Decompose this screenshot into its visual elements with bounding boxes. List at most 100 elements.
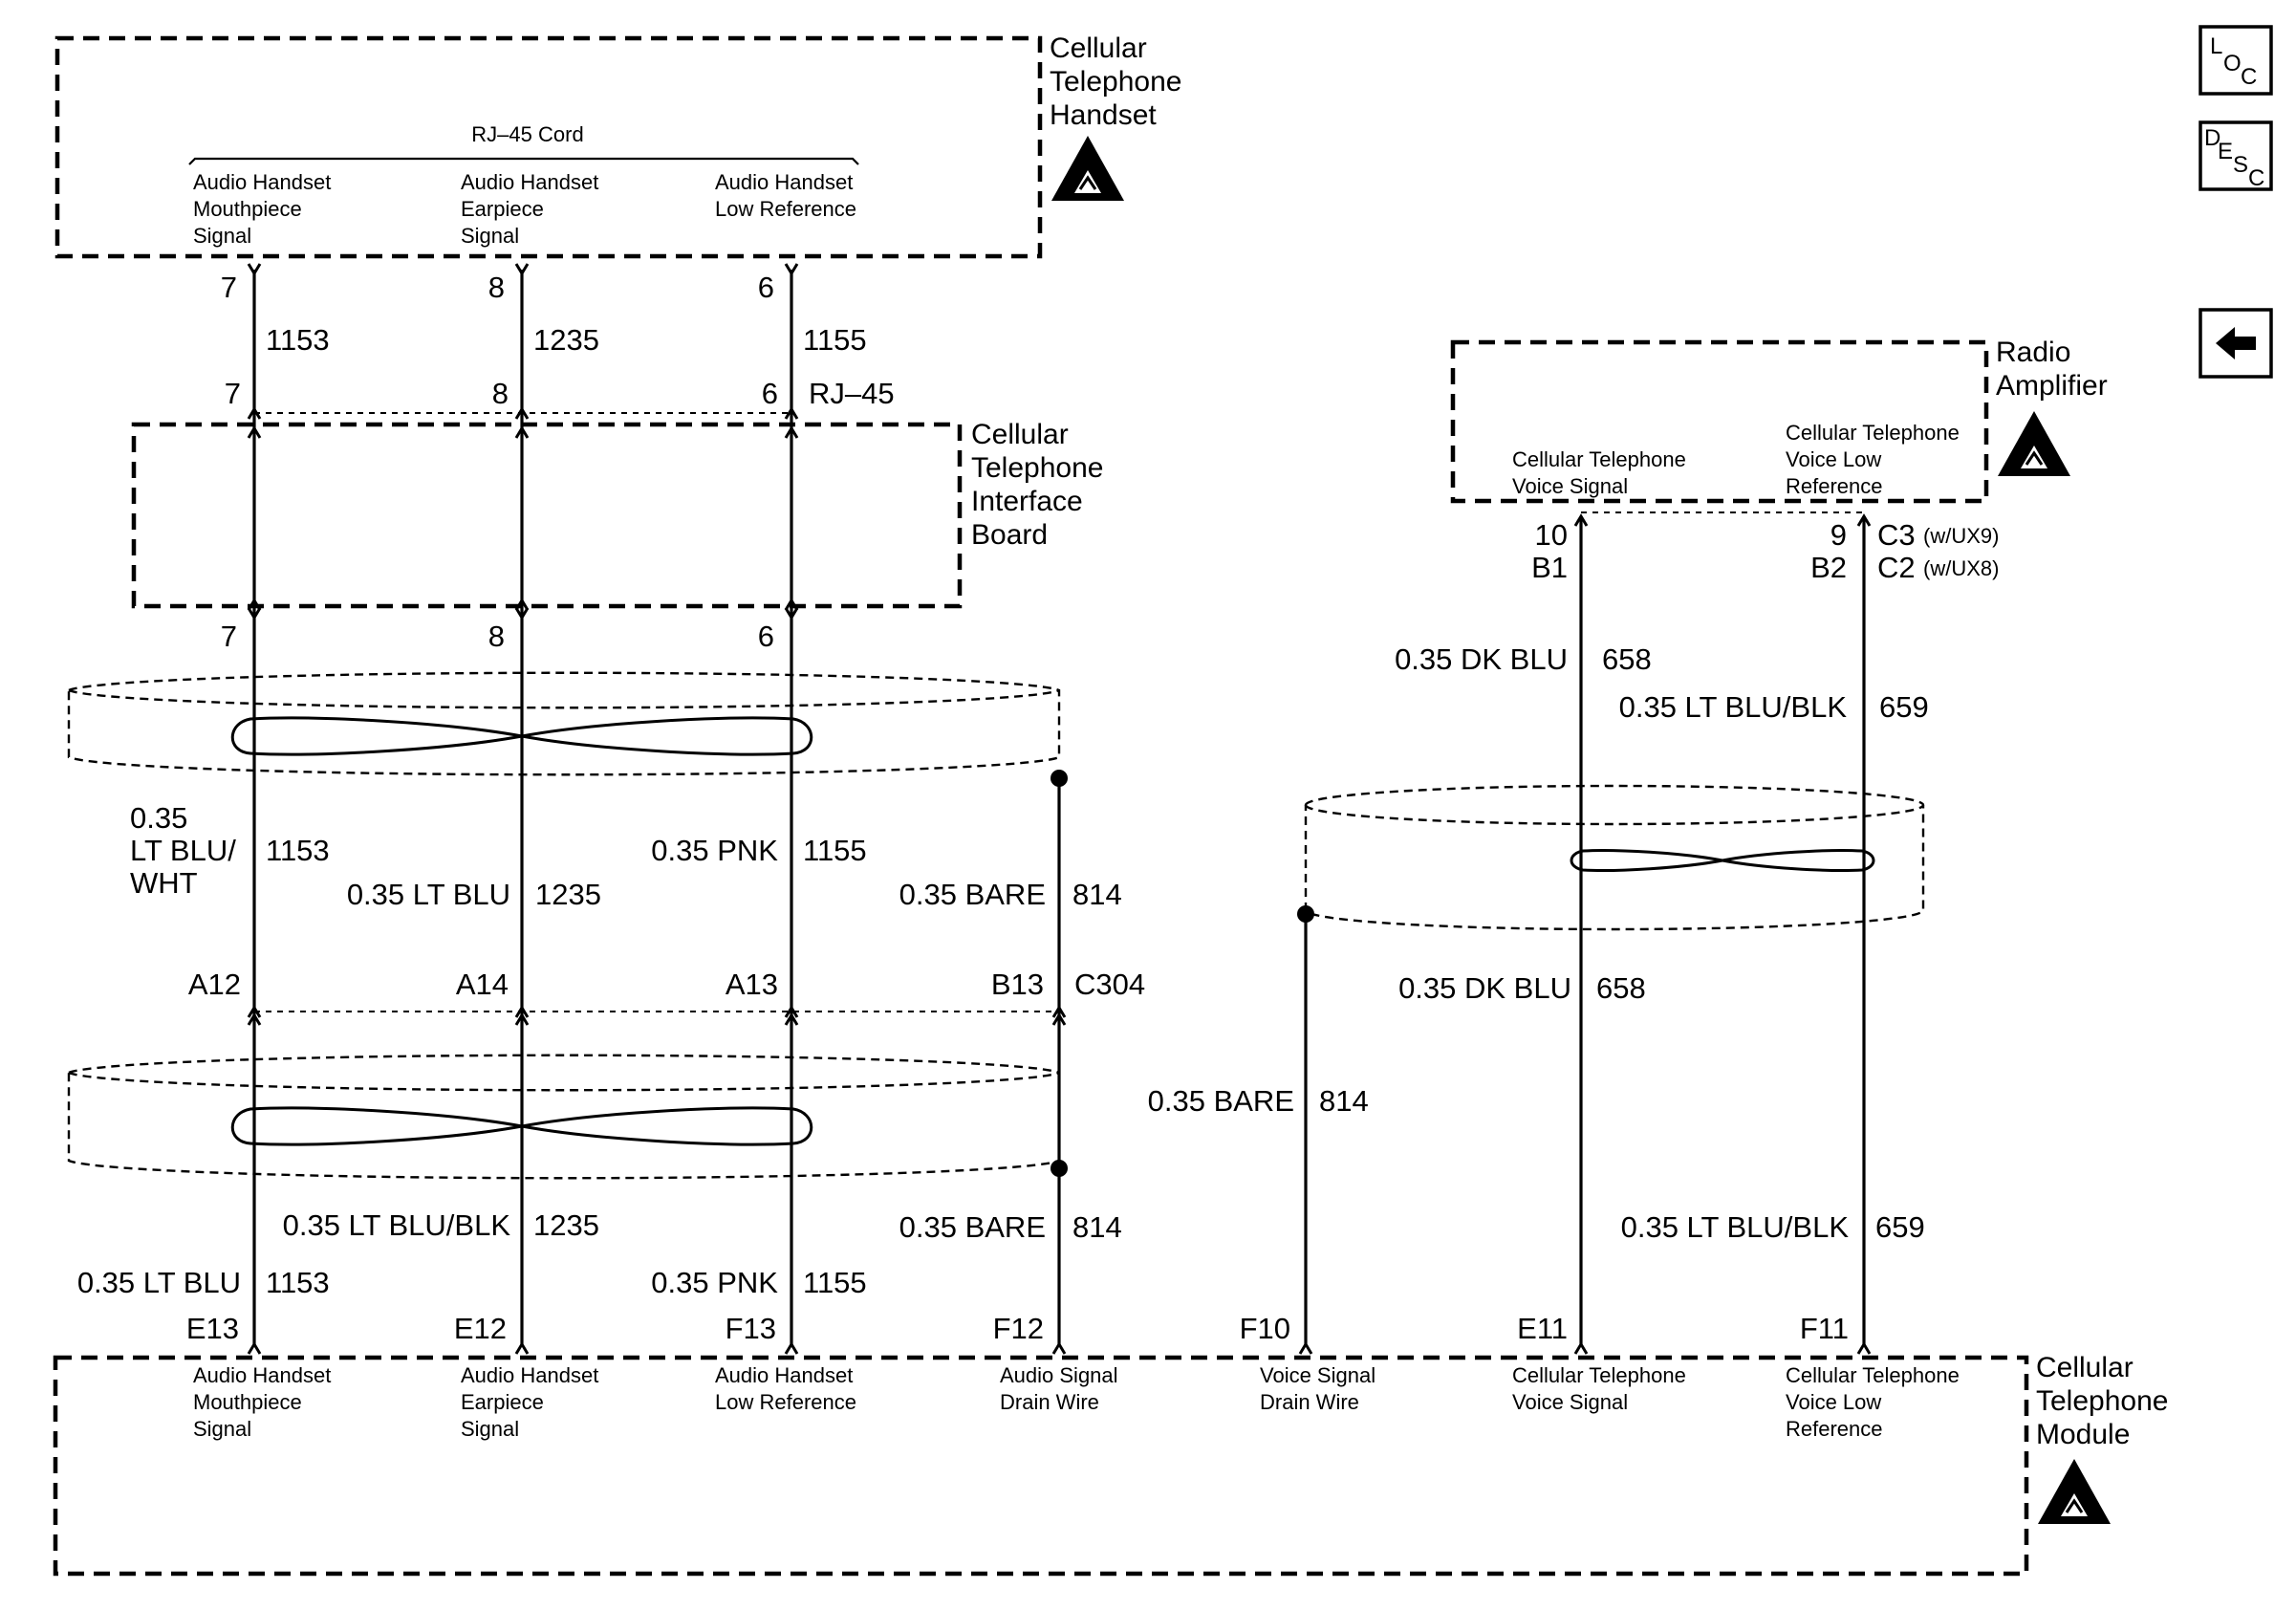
amp-c3-note: (w/UX9)	[1923, 524, 1999, 548]
pin-terminal	[247, 1012, 262, 1026]
lower-drain-color: 0.35 BARE	[899, 1210, 1046, 1244]
module-pin-5: F10	[1240, 1312, 1290, 1345]
module-terminal-6-line-2: Voice Signal	[1512, 1390, 1628, 1414]
rj45-cord-label: RJ–45 Cord	[471, 122, 583, 146]
amplifier-wires	[1304, 516, 1866, 1344]
module-pin-2: E12	[454, 1312, 507, 1345]
lower-wire1-circuit: 1153	[266, 1266, 330, 1299]
pin-terminal	[247, 1005, 262, 1018]
lower-drain-circuit: 814	[1072, 1210, 1122, 1244]
wire1-color-line3: WHT	[130, 866, 198, 900]
c304-pin-3: A13	[726, 968, 778, 1001]
board-pin-1: 7	[221, 620, 237, 653]
module-terminal-7-line-1: Cellular Telephone	[1786, 1363, 1960, 1387]
wire3-circuit: 1155	[803, 834, 867, 867]
c304-pin-1: A12	[188, 968, 241, 1001]
module-box	[53, 1355, 2029, 1577]
module-terminal-2-line-2: Earpiece	[461, 1390, 544, 1414]
handset-terminal-3-line-2: Low Reference	[715, 197, 856, 221]
drain-color: 0.35 BARE	[899, 878, 1046, 911]
description-button[interactable]: D E S C	[2199, 120, 2273, 191]
amp-wire1-circuit: 658	[1602, 642, 1652, 676]
module-terminal-1-line-2: Mouthpiece	[193, 1390, 302, 1414]
description-letter-s: S	[2233, 152, 2248, 178]
shield-amplifier	[1304, 784, 1925, 931]
pin-terminal	[1298, 1341, 1313, 1355]
wire1-color-line1: 0.35	[130, 801, 187, 835]
amp-c3-name: C3	[1877, 518, 1916, 552]
pin-terminal	[1051, 1012, 1067, 1026]
handset-terminal-1-line-2: Mouthpiece	[193, 197, 302, 221]
handset-terminal-3-line-1: Audio Handset	[715, 170, 853, 194]
amp-wire2-circuit: 659	[1879, 690, 1929, 724]
handset-terminal-1-line-3: Signal	[193, 224, 251, 248]
module-terminal-3-line-1: Audio Handset	[715, 1363, 853, 1387]
description-letter-d: D	[2204, 125, 2220, 151]
interface-board-box	[131, 422, 963, 609]
esd-warning-icon	[1051, 136, 1124, 201]
description-letter-e: E	[2218, 139, 2233, 164]
radio-amplifier-title-2: Amplifier	[1996, 370, 2108, 402]
module-terminal-5-line-1: Voice Signal	[1260, 1363, 1375, 1387]
amp-c2-pin-2: B2	[1810, 551, 1847, 584]
lower-wire2-color: 0.35 LT BLU/BLK	[283, 1208, 511, 1242]
amp-drain-color: 0.35 BARE	[1148, 1084, 1294, 1118]
location-letter-o: O	[2223, 51, 2242, 76]
module-terminal-7-line-2: Voice Low	[1786, 1390, 1881, 1414]
pin-terminal	[1856, 1341, 1872, 1355]
wire1-color-line2: LT BLU/	[130, 834, 236, 867]
handset-title-1: Cellular	[1050, 33, 1147, 64]
amp-wire1-color: 0.35 DK BLU	[1395, 642, 1568, 676]
pin-terminal	[514, 1341, 530, 1355]
c304-pin-4: B13	[991, 968, 1044, 1001]
pin-terminal	[514, 607, 530, 620]
module-terminal-2-line-3: Signal	[461, 1417, 519, 1441]
handset-terminal-2-line-1: Audio Handset	[461, 170, 598, 194]
pin-terminal	[1573, 513, 1589, 527]
rj45-pin-1: 7	[225, 377, 241, 410]
rj45-pin-2: 8	[492, 377, 509, 410]
pin-terminal	[1573, 1341, 1589, 1355]
pin-terminal	[784, 1012, 799, 1026]
location-button[interactable]: L O C	[2199, 25, 2273, 96]
amp-lower-wire1-color: 0.35 DK BLU	[1398, 971, 1571, 1005]
pin-terminal	[514, 263, 530, 276]
pin-terminal	[784, 1005, 799, 1018]
shield-lower-left	[67, 1054, 1061, 1180]
rj45-cord-bracket	[188, 157, 859, 165]
interface-board-title-2: Telephone	[971, 452, 1103, 484]
c304-pin-2: A14	[456, 968, 509, 1001]
rj45-connector-name: RJ–45	[809, 377, 895, 410]
splice-dot	[1051, 1160, 1068, 1177]
amp-c2-pin-1: B1	[1531, 551, 1568, 584]
pin-terminal	[514, 1005, 530, 1018]
amp-terminal-1-line-2: Voice Signal	[1512, 474, 1628, 498]
pin-terminal	[1051, 1005, 1067, 1018]
pin-terminal	[784, 425, 799, 439]
wire2-circuit: 1235	[535, 878, 601, 911]
pin-terminal	[247, 1341, 262, 1355]
module-title-3: Module	[2036, 1419, 2130, 1450]
pin-terminal	[247, 425, 262, 439]
interface-board-title-4: Board	[971, 519, 1048, 551]
module-pin-1: E13	[186, 1312, 239, 1345]
location-letter-l: L	[2210, 33, 2222, 59]
amp-c3-pin-2: 9	[1830, 518, 1847, 552]
pin-terminal	[247, 598, 262, 611]
board-pin-3: 6	[758, 620, 774, 653]
amp-terminal-2-line-1: Cellular Telephone	[1786, 421, 1960, 445]
cord-circuit-1: 1153	[266, 323, 330, 357]
handset-terminal-2-line-3: Signal	[461, 224, 519, 248]
shield-upper-left	[67, 671, 1061, 776]
amp-terminal-2-line-2: Voice Low	[1786, 447, 1881, 471]
module-terminal-1-line-3: Signal	[193, 1417, 251, 1441]
module-pin-6: E11	[1517, 1312, 1568, 1345]
back-button[interactable]	[2199, 308, 2273, 379]
pin-terminal	[514, 598, 530, 611]
lower-wire1-color: 0.35 LT BLU	[77, 1266, 241, 1299]
pin-terminal	[247, 607, 262, 620]
module-title-2: Telephone	[2036, 1385, 2168, 1417]
amp-c2-note: (w/UX8)	[1923, 556, 1999, 580]
handset-box	[54, 35, 1043, 259]
